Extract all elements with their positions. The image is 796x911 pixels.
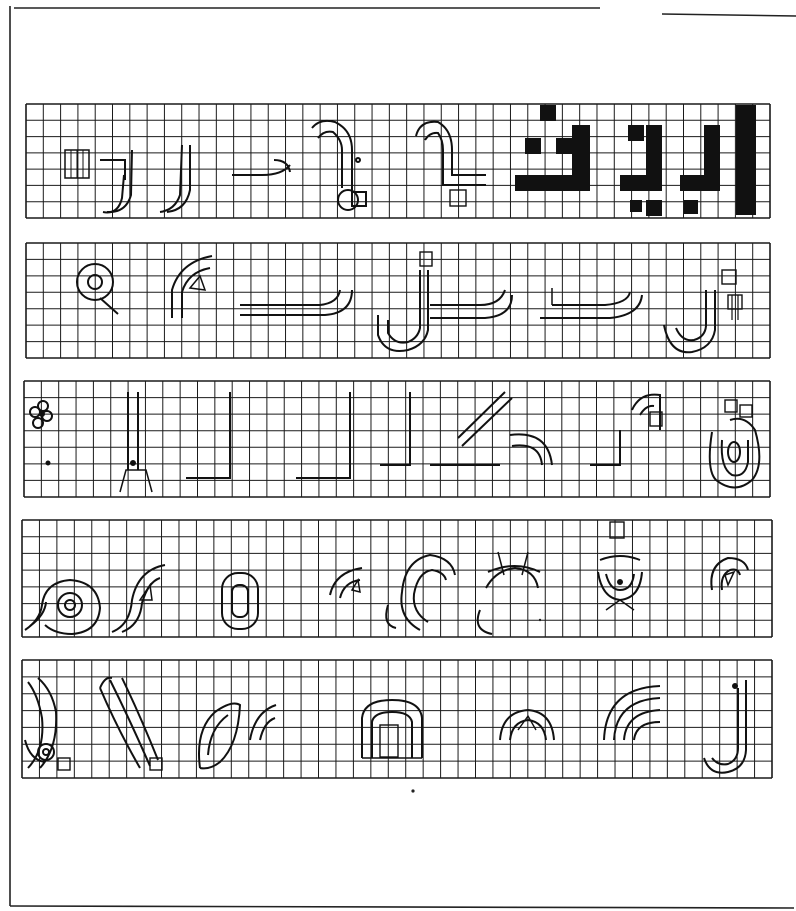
solid-block-letter-icon bbox=[736, 105, 756, 215]
